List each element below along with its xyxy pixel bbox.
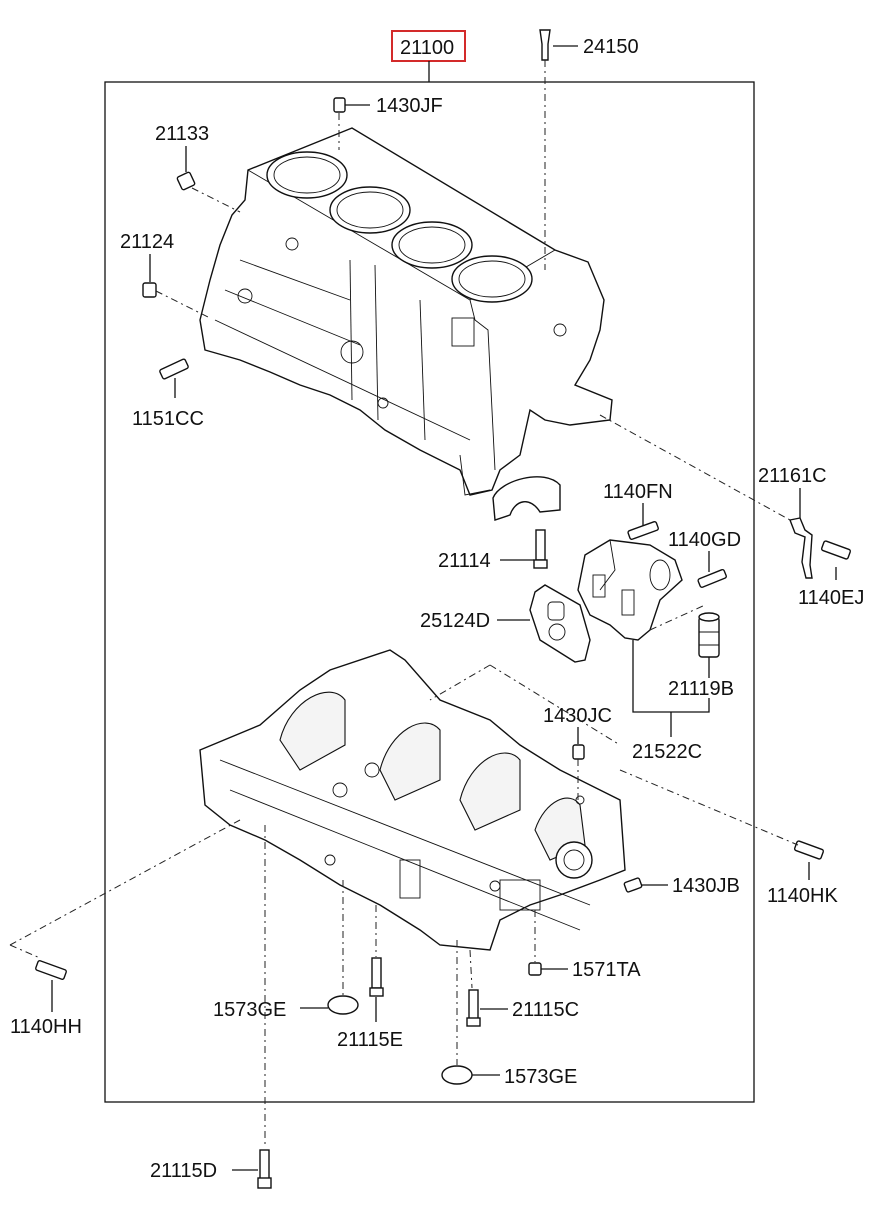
label-21161C[interactable]: 21161C <box>758 465 827 487</box>
bolt-1140FN-part <box>627 520 659 540</box>
bolt-21115D-part <box>257 1149 272 1189</box>
filter-element-part <box>698 612 720 658</box>
label-1140GD[interactable]: 1140GD <box>668 529 741 551</box>
label-25124D[interactable]: 25124D <box>420 610 490 632</box>
plug-1571TA-part <box>528 962 542 976</box>
oil-filter-housing <box>577 539 683 641</box>
pin-1430JB-part <box>623 877 643 893</box>
bolt-21114-part <box>533 529 548 569</box>
label-1140HK[interactable]: 1140HK <box>767 885 838 907</box>
label-21100[interactable]: 21100 <box>400 37 454 59</box>
label-1140EJ[interactable]: 1140EJ <box>798 587 864 609</box>
label-21114[interactable]: 21114 <box>438 550 491 572</box>
label-21124[interactable]: 21124 <box>120 231 174 253</box>
cylinder-block-upper <box>199 127 613 496</box>
stud-1151CC-part <box>159 358 189 380</box>
label-24150[interactable]: 24150 <box>583 36 639 58</box>
bolt-1140GD-part <box>697 568 727 588</box>
bolt-1140HK-part <box>793 840 825 860</box>
gasket-25124D-part <box>529 584 591 663</box>
label-1573GE-upper[interactable]: 1573GE <box>213 999 286 1021</box>
bearing-cap <box>492 476 561 521</box>
label-21115C[interactable]: 21115C <box>512 999 579 1021</box>
dowel-1430JC-part <box>572 744 585 760</box>
bolt-21115C-part <box>466 989 481 1027</box>
dipstick-part <box>539 29 551 270</box>
cap-1573GE-upper-part <box>327 995 359 1015</box>
bolt-21115E-part <box>369 957 384 997</box>
pin-21124-part <box>142 282 157 298</box>
label-1140HH[interactable]: 1140HH <box>10 1016 82 1038</box>
label-21115E[interactable]: 21115E <box>337 1029 403 1051</box>
label-21119B[interactable]: 21119B <box>668 678 734 700</box>
label-1430JB[interactable]: 1430JB <box>672 875 740 897</box>
label-1140FN[interactable]: 1140FN <box>603 481 673 503</box>
cap-1573GE-lower-part <box>441 1065 473 1085</box>
bolt-1140EJ-part <box>820 540 852 560</box>
label-21133[interactable]: 21133 <box>155 123 209 145</box>
label-1151CC[interactable]: 1151CC <box>132 408 204 430</box>
lower-crankcase <box>199 649 626 951</box>
label-1571TA[interactable]: 1571TA <box>572 959 641 981</box>
label-1573GE-lower[interactable]: 1573GE <box>504 1066 577 1088</box>
label-1430JC[interactable]: 1430JC <box>543 705 612 727</box>
bracket-21161C-part <box>789 517 813 579</box>
dowel-1430JF-part <box>333 97 346 113</box>
bolt-1140HH-part <box>35 960 67 980</box>
plug-21133-part <box>176 171 196 191</box>
label-1430JF[interactable]: 1430JF <box>376 95 443 117</box>
label-21522C[interactable]: 21522C <box>632 741 702 763</box>
label-21115D[interactable]: 21115D <box>150 1160 217 1182</box>
